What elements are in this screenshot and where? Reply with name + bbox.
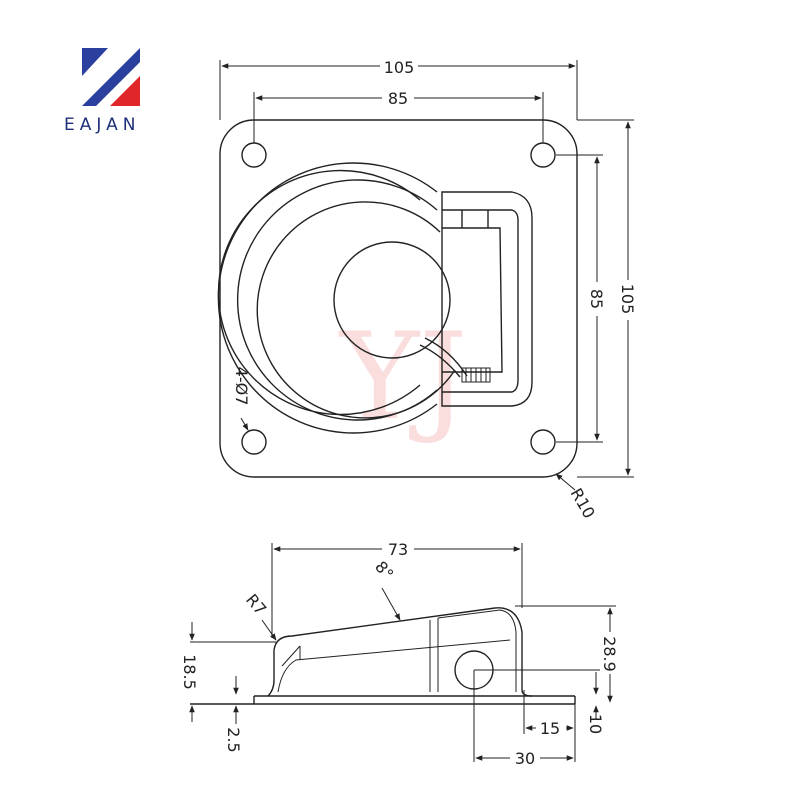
brand-logo: EAJAN <box>64 48 140 135</box>
mount-hole-bottom-left <box>241 429 267 455</box>
dim-corner-radius: R10 <box>567 485 599 522</box>
dim-radius: R7 <box>242 590 270 619</box>
logo-blue-stripe <box>82 48 140 106</box>
side-view: 73 8° R7 18.5 2.5 28.9 10 15 <box>180 540 620 768</box>
dim-pin-base: 10 <box>586 714 605 734</box>
dim-side-length: 73 <box>388 540 408 559</box>
ring-body-profile <box>267 607 533 697</box>
base-plate-outline <box>219 119 578 478</box>
dim-height-left: 18.5 <box>180 654 199 690</box>
dim-pin-distance: 30 <box>515 749 535 768</box>
logo-text: EAJAN <box>64 115 140 135</box>
logo-blue-triangle-top <box>82 48 108 76</box>
dim-overall-height: 105 <box>618 284 637 315</box>
dim-plate-thickness: 2.5 <box>224 727 243 752</box>
dim-hole-spacing-width: 85 <box>388 89 408 108</box>
dim-pin-offset: 15 <box>540 719 560 738</box>
dim-height-right: 28.9 <box>600 636 619 672</box>
top-view: 105 85 105 85 4-Ø7 R10 <box>217 58 638 522</box>
mount-hole-bottom-right <box>530 429 556 455</box>
dim-angle: 8° <box>371 557 397 583</box>
watermark: YJ <box>338 308 467 447</box>
center-opening <box>333 241 451 359</box>
mount-hole-top-right <box>530 142 556 168</box>
logo-red-triangle <box>110 76 140 106</box>
ring-recess <box>217 162 468 434</box>
hinge-housing <box>441 191 533 407</box>
dim-hole-spec: 4-Ø7 <box>232 367 251 406</box>
dim-overall-width: 105 <box>384 58 415 77</box>
mount-hole-top-left <box>241 142 267 168</box>
dim-hole-spacing-height: 85 <box>587 289 606 309</box>
